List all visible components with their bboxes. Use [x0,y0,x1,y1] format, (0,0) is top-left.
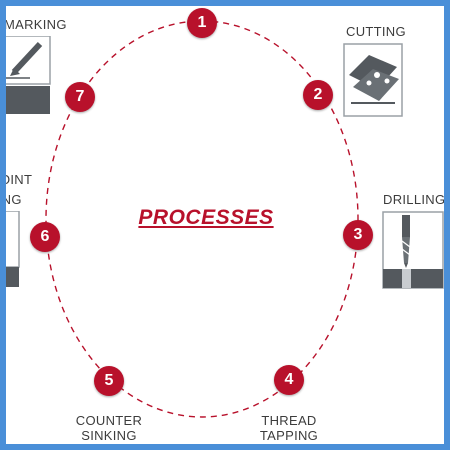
label-point-marking-line2: MARKING [1,192,22,207]
step-node-5: 5 [94,366,124,396]
label-point-marking-line1: POINT [0,172,33,187]
step-node-7: 7 [65,82,95,112]
step-node-2: 2 [303,80,333,110]
label-thread-tapping: THREAD TAPPING [244,413,334,443]
label-counter-sinking: COUNTER SINKING [62,413,156,443]
label-thread-tapping-line2: TAPPING [259,428,319,443]
label-thread-tapping-line1: THREAD [261,413,317,428]
label-drilling: DRILLING [383,192,446,207]
label-point-marking: POINT MARKING [6,172,32,207]
label-counter-sinking-line2: SINKING [81,428,137,443]
marking-icon [6,36,51,114]
step-node-6: 6 [30,222,60,252]
label-counter-sinking-line1: COUNTER [75,413,143,428]
step-node-1: 1 [187,8,217,38]
label-cutting: CUTTING [346,24,406,39]
drill-icon [382,211,444,289]
label-marking: MARKING [4,17,67,32]
processes-title: PROCESSES [138,206,274,229]
point-marking-icon [6,211,20,287]
step-node-4: 4 [274,365,304,395]
step-node-3: 3 [343,220,373,250]
cutting-icon [343,43,403,117]
